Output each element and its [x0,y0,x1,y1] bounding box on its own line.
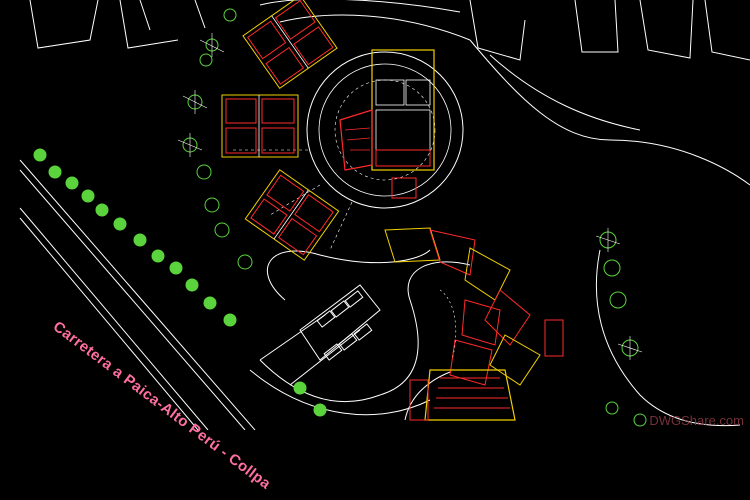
parking-area [259,284,381,386]
watermark: DWGShare.com [649,413,744,428]
highway-edges [19,159,256,430]
fan-building [384,227,564,421]
admin-building [339,49,435,199]
tree-cross-marks [177,33,643,360]
site-plan-drawing [19,0,750,430]
central-plaza [230,51,464,251]
tree-symbols [33,148,327,417]
classroom-block-middle [221,94,299,158]
site-roads [249,249,741,427]
classroom-block-south [244,169,340,261]
classroom-block-north [242,0,338,89]
lot-boundaries [29,0,750,186]
tree-outlines [182,8,647,427]
